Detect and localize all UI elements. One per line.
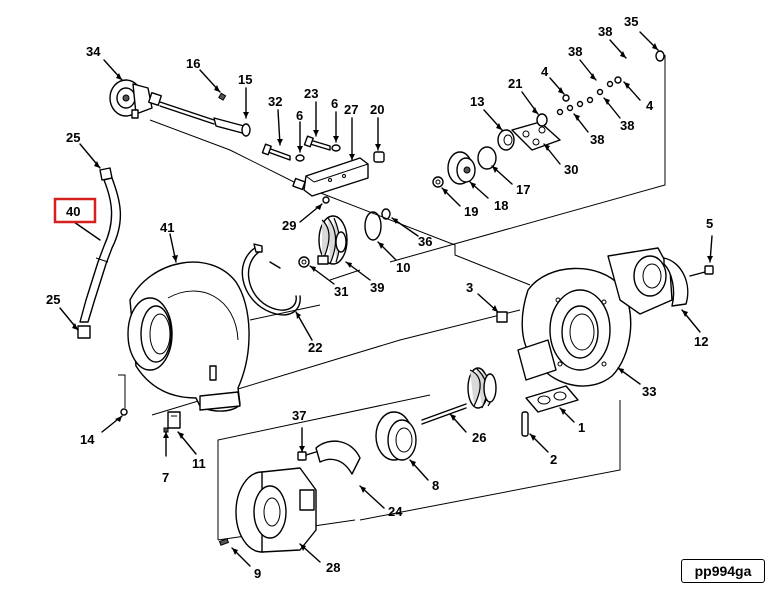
callout-6-left[interactable]: 6 (296, 108, 303, 123)
callout-12[interactable]: 12 (694, 334, 708, 349)
callout-33[interactable]: 33 (642, 384, 656, 399)
callout-labels: 34 16 15 32 23 6 6 27 20 35 38 38 4 4 21… (46, 14, 713, 581)
callout-19[interactable]: 19 (464, 204, 478, 219)
part-25-lower-fitting[interactable] (77, 325, 91, 339)
callout-4-left[interactable]: 4 (541, 64, 549, 79)
part-37-bolt[interactable] (297, 451, 317, 461)
callout-6-right[interactable]: 6 (331, 96, 338, 111)
part-32-bolt[interactable] (261, 143, 291, 161)
part-29-nut[interactable] (322, 196, 330, 204)
callout-38-top[interactable]: 38 (598, 24, 612, 39)
callout-2[interactable]: 2 (550, 452, 557, 467)
callout-15[interactable]: 15 (238, 72, 252, 87)
part-5-bolt[interactable] (689, 265, 714, 277)
part-28-center-housing[interactable] (235, 467, 317, 553)
part-20-spacer[interactable] (373, 151, 385, 163)
callout-25-top[interactable]: 25 (66, 130, 80, 145)
callout-21[interactable]: 21 (508, 76, 522, 91)
part-4-nut-right[interactable] (614, 76, 622, 84)
callout-22[interactable]: 22 (308, 340, 322, 355)
part-11-clip[interactable] (167, 411, 181, 429)
callout-36[interactable]: 36 (418, 234, 432, 249)
part-38-washers-lower[interactable] (556, 100, 584, 116)
part-15-rod-end[interactable] (213, 117, 251, 137)
part-10-seal-ring[interactable] (364, 211, 382, 241)
callout-34[interactable]: 34 (86, 44, 101, 59)
callout-30[interactable]: 30 (564, 162, 578, 177)
callout-5[interactable]: 5 (706, 216, 713, 231)
callout-7[interactable]: 7 (162, 470, 169, 485)
part-30-thrust-bearing[interactable] (511, 121, 561, 151)
callout-26[interactable]: 26 (472, 430, 486, 445)
callout-23[interactable]: 23 (304, 86, 318, 101)
part-40-hose[interactable] (79, 177, 122, 323)
part-38-washers-upper[interactable] (586, 80, 614, 104)
part-18-seal-plate[interactable] (447, 151, 476, 185)
callout-38-right[interactable]: 38 (620, 118, 634, 133)
part-33-turbine-housing[interactable] (517, 247, 689, 387)
callout-18[interactable]: 18 (494, 198, 508, 213)
part-14-fastener[interactable] (120, 408, 128, 416)
callout-38-mid[interactable]: 38 (568, 44, 582, 59)
callout-27[interactable]: 27 (344, 102, 358, 117)
part-34-actuator[interactable] (109, 79, 215, 125)
part-1-gasket[interactable] (525, 385, 579, 413)
part-31-nut[interactable] (298, 256, 310, 268)
callout-13[interactable]: 13 (470, 94, 484, 109)
callout-31[interactable]: 31 (334, 284, 348, 299)
callout-11[interactable]: 11 (192, 456, 206, 471)
callout-25-bottom[interactable]: 25 (46, 292, 60, 307)
callout-8[interactable]: 8 (432, 478, 439, 493)
part-35-o-ring[interactable] (655, 50, 665, 62)
callout-1[interactable]: 1 (578, 420, 585, 435)
callout-32[interactable]: 32 (268, 94, 282, 109)
part-16-clip[interactable] (218, 92, 227, 101)
part-9-pin[interactable] (218, 538, 230, 546)
part-13-thrust-ring[interactable] (497, 129, 515, 151)
callout-38-lower[interactable]: 38 (590, 132, 604, 147)
highlight-box-40 (53, 197, 97, 224)
callout-4-right[interactable]: 4 (646, 98, 654, 113)
part-27-bracket[interactable] (292, 157, 369, 197)
callout-9[interactable]: 9 (254, 566, 261, 581)
callout-35[interactable]: 35 (624, 14, 638, 29)
part-19-nut[interactable] (432, 176, 444, 188)
callout-41[interactable]: 41 (160, 220, 174, 235)
callout-14[interactable]: 14 (80, 432, 95, 447)
callout-37[interactable]: 37 (292, 408, 306, 423)
callout-10[interactable]: 10 (396, 260, 410, 275)
callout-17[interactable]: 17 (516, 182, 530, 197)
part-23-bolt[interactable] (303, 135, 331, 151)
part-3-nut[interactable] (496, 311, 508, 323)
part-17-o-ring[interactable] (477, 146, 497, 170)
callout-24[interactable]: 24 (388, 504, 403, 519)
part-6-washer-left[interactable] (295, 154, 305, 162)
part-6-washer-right[interactable] (331, 144, 341, 152)
callout-20[interactable]: 20 (370, 102, 384, 117)
part-22-retaining-ring[interactable] (241, 243, 301, 316)
part-41-compressor-housing[interactable] (127, 261, 250, 412)
part-8-heat-shield[interactable] (375, 411, 417, 461)
part-2-stud[interactable] (521, 411, 529, 437)
part-4-nut-left[interactable] (562, 94, 570, 102)
leader-lines (59, 31, 713, 567)
callout-28[interactable]: 28 (326, 560, 340, 575)
callout-3[interactable]: 3 (466, 280, 473, 295)
part-39-compressor-wheel[interactable] (317, 215, 348, 265)
callout-16[interactable]: 16 (186, 56, 200, 71)
callout-39[interactable]: 39 (370, 280, 384, 295)
callout-40[interactable]: 40 (66, 204, 80, 219)
part-24-shield[interactable] (315, 440, 361, 475)
part-26-turbine-shaft[interactable] (421, 367, 497, 425)
reference-code-label: pp994ga (681, 559, 765, 583)
part-21-collar[interactable] (536, 113, 548, 127)
callout-29[interactable]: 29 (282, 218, 296, 233)
part-36-o-ring[interactable] (381, 208, 391, 220)
